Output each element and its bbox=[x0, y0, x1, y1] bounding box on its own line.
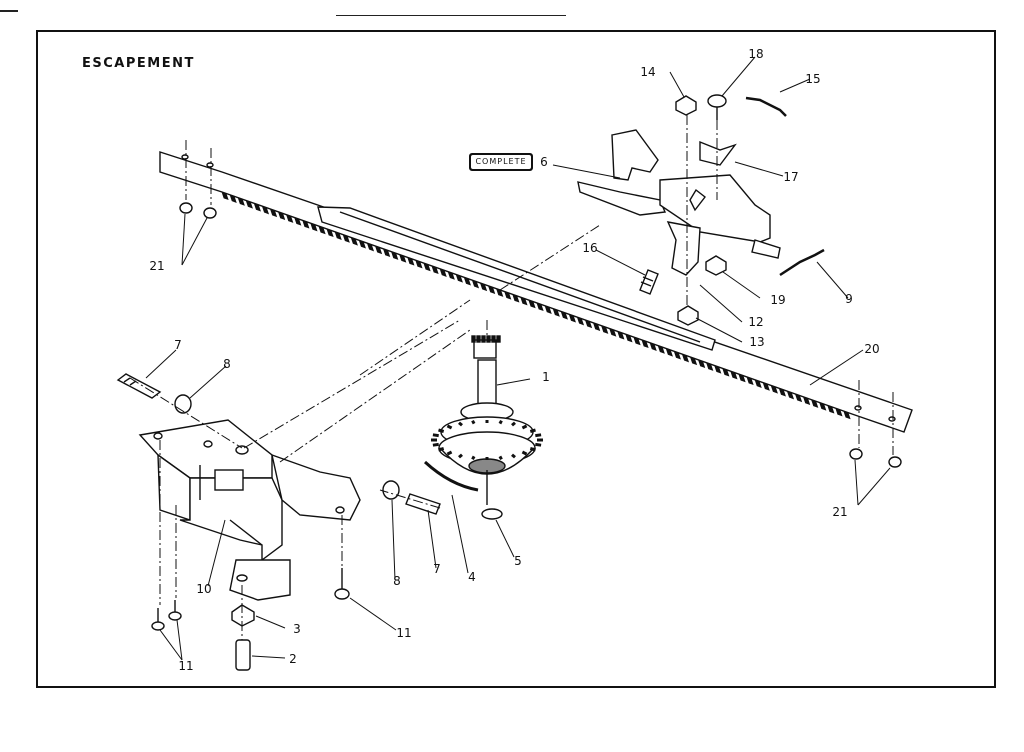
wheel-tooth bbox=[511, 421, 516, 427]
wheel-tooth bbox=[498, 455, 503, 461]
spring-part-4 bbox=[423, 460, 479, 492]
callout-3: 3 bbox=[293, 622, 301, 636]
callout-7-right: 7 bbox=[433, 562, 441, 576]
wheel-tooth bbox=[458, 421, 463, 427]
callout-20: 20 bbox=[864, 342, 880, 356]
wheel-tooth bbox=[432, 442, 439, 447]
diagram-frame bbox=[36, 30, 996, 688]
rack-teeth bbox=[221, 191, 851, 420]
bracket-hole-2 bbox=[203, 440, 213, 448]
rack-hole-right-2 bbox=[888, 416, 896, 422]
stud-part-16 bbox=[639, 269, 659, 295]
wheel-tooth bbox=[471, 419, 476, 425]
pin-part-7-right bbox=[405, 493, 441, 515]
assembly-lines bbox=[129, 115, 894, 640]
bracket-hole-4 bbox=[335, 506, 345, 514]
leader-lines bbox=[145, 56, 891, 661]
callout-16: 16 bbox=[582, 241, 598, 255]
nut-part-13 bbox=[677, 305, 699, 326]
pinion-tooth bbox=[496, 335, 501, 343]
screw-part-21-left bbox=[179, 202, 217, 219]
wheel-tooth bbox=[529, 447, 536, 452]
screw-part-11-left bbox=[151, 600, 182, 631]
pinion-tooth bbox=[481, 335, 486, 343]
pin-part-7-left bbox=[116, 373, 162, 399]
callout-5: 5 bbox=[514, 554, 522, 568]
wheel-tooth bbox=[446, 450, 453, 456]
callout-7-left: 7 bbox=[174, 338, 182, 352]
callout-18: 18 bbox=[748, 47, 764, 61]
callout-21-right: 21 bbox=[832, 505, 848, 519]
screw-part-11-right bbox=[334, 568, 350, 600]
rack-bar bbox=[159, 151, 913, 433]
callout-4: 4 bbox=[468, 570, 476, 584]
callout-9: 9 bbox=[845, 292, 853, 306]
nut-part-3 bbox=[231, 604, 255, 627]
callout-11-left: 11 bbox=[178, 659, 194, 673]
callout-1: 1 bbox=[542, 370, 550, 384]
nut-part-8-right bbox=[382, 480, 400, 500]
callout-11-right: 11 bbox=[396, 626, 412, 640]
wheel-tooth bbox=[498, 419, 503, 425]
callout-8-right: 8 bbox=[393, 574, 401, 588]
wheel-tooth bbox=[432, 433, 439, 438]
escapement-wheel-teeth bbox=[431, 335, 543, 461]
spring-part-9 bbox=[779, 248, 825, 277]
screw-part-21-right bbox=[849, 448, 902, 468]
wheel-tooth bbox=[438, 428, 445, 433]
stud-part-2 bbox=[235, 639, 251, 671]
wheel-tooth bbox=[535, 433, 542, 438]
scan-line-left bbox=[0, 10, 18, 12]
callout-12: 12 bbox=[748, 315, 764, 329]
rack-hole-left-1 bbox=[181, 154, 189, 160]
pinion-tooth bbox=[491, 335, 496, 343]
spring-part-15 bbox=[745, 96, 787, 117]
callout-13: 13 bbox=[749, 335, 765, 349]
bracket-hole-1 bbox=[235, 445, 249, 455]
wheel-tooth bbox=[529, 428, 536, 433]
wheel-tooth bbox=[458, 453, 463, 459]
callout-15: 15 bbox=[805, 72, 821, 86]
wheel-tooth bbox=[471, 455, 476, 461]
rack-hole-right-1 bbox=[854, 405, 862, 411]
complete-label: COMPLETE bbox=[471, 155, 531, 169]
callout-6: 6 bbox=[540, 155, 548, 169]
scan-line-top bbox=[336, 15, 566, 16]
callout-19: 19 bbox=[770, 293, 786, 307]
rack-teeth-path bbox=[221, 191, 851, 420]
diagram-title: ESCAPEMENT bbox=[82, 56, 195, 71]
washer-part-5 bbox=[481, 508, 503, 520]
pinion-tooth bbox=[471, 335, 476, 343]
screw-part-18 bbox=[707, 94, 727, 120]
complete-badge: COMPLETE bbox=[469, 153, 533, 171]
bracket-hole-3 bbox=[153, 432, 163, 440]
nut-part-19 bbox=[705, 255, 727, 276]
callout-10: 10 bbox=[196, 582, 212, 596]
wheel-tooth bbox=[511, 453, 516, 459]
callout-2: 2 bbox=[289, 652, 297, 666]
wheel-tooth bbox=[535, 442, 542, 447]
callout-21-left: 21 bbox=[149, 259, 165, 273]
pawl-assembly bbox=[577, 129, 781, 276]
nut-part-8-left bbox=[174, 394, 192, 414]
callout-8-left: 8 bbox=[223, 357, 231, 371]
callout-14: 14 bbox=[640, 65, 656, 79]
rack-hole-left-2 bbox=[206, 162, 214, 168]
wheel-tooth bbox=[521, 450, 528, 456]
callout-17: 17 bbox=[783, 170, 799, 184]
wheel-tooth bbox=[446, 424, 453, 430]
nut-part-14 bbox=[675, 95, 697, 116]
main-bracket bbox=[138, 419, 361, 601]
escapement-wheel bbox=[438, 339, 536, 505]
wheel-tooth bbox=[521, 424, 528, 430]
pinion-tooth bbox=[476, 335, 481, 343]
wheel-tooth bbox=[438, 447, 445, 452]
bracket-hole-5 bbox=[236, 574, 248, 582]
